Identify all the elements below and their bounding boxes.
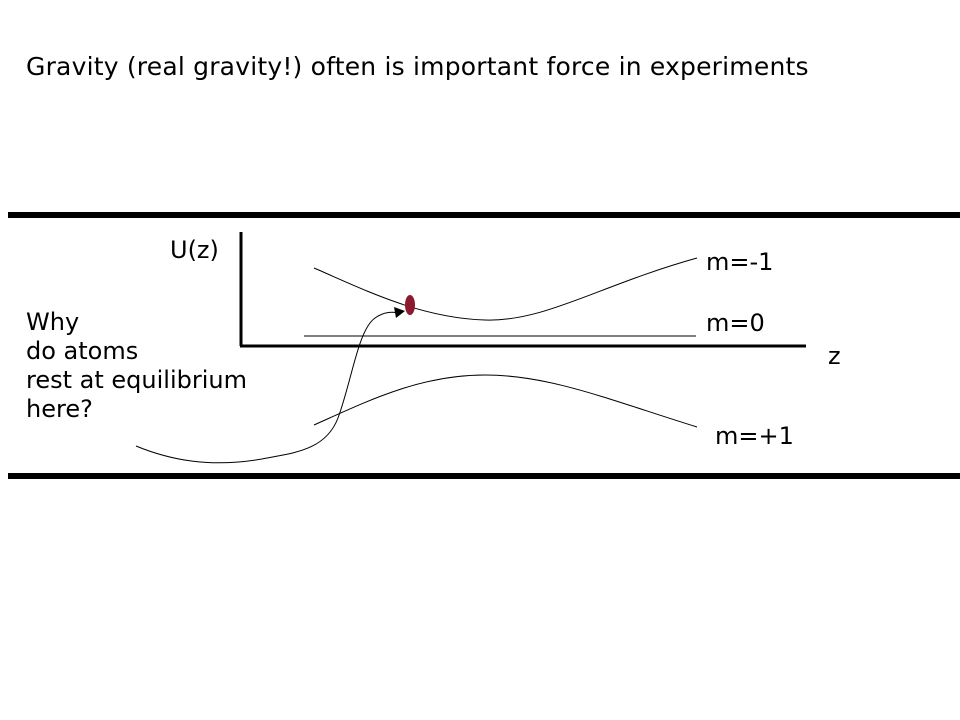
curve-label-m-minus-1: m=-1 — [706, 248, 774, 276]
question-text: Why do atoms rest at equilibrium here? — [26, 308, 247, 424]
question-line: here? — [26, 395, 93, 423]
y-axis-label: U(z) — [170, 236, 219, 264]
slide-title: Gravity (real gravity!) often is importa… — [26, 52, 809, 81]
curve-label-m-0: m=0 — [706, 309, 765, 337]
atom-dot — [405, 295, 415, 315]
curve-label-m-plus-1: m=+1 — [715, 422, 794, 450]
top-separator-bar — [8, 212, 960, 218]
x-axis-label: z — [828, 342, 841, 370]
bottom-separator-bar — [8, 473, 960, 479]
curve-m-minus-1 — [313, 257, 698, 321]
arrowhead-icon — [394, 307, 405, 318]
question-line: do atoms — [26, 337, 139, 365]
question-line: Why — [26, 308, 80, 336]
curve-m-plus-1 — [313, 374, 698, 428]
question-line: rest at equilibrium — [26, 366, 247, 394]
pointer-arrow — [135, 311, 399, 464]
